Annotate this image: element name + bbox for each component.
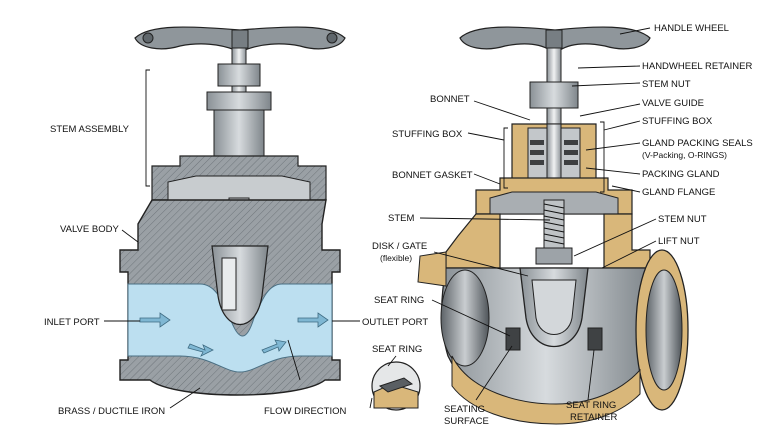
label-brass-ductile-iron: BRASS / DUCTILE IRON	[58, 406, 165, 417]
label-bonnet: BONNET	[430, 94, 470, 105]
label-flow-direction: FLOW DIRECTION	[264, 406, 346, 417]
label-gland-flange: GLAND FLANGE	[642, 187, 715, 198]
label-seat-ring: SEAT RING	[374, 295, 424, 306]
right-inlet-port	[440, 269, 490, 367]
label-gland-packing-seals-sub: (V-Packing, O-RINGS)	[642, 150, 727, 160]
label-surface: SURFACE	[444, 416, 489, 427]
label-disk-gate-sub: (flexible)	[380, 253, 412, 263]
label-valve-guide: VALVE GUIDE	[642, 98, 704, 109]
label-seating: SEATING	[444, 404, 485, 415]
label-inlet-port: INLET PORT	[44, 317, 100, 328]
label-seat-ring-detail: SEAT RING	[372, 344, 422, 355]
right-valve-cutaway	[371, 26, 689, 425]
label-bonnet-gasket: BONNET GASKET	[392, 170, 473, 181]
label-handwheel-retainer: HANDWHEEL RETAINER	[642, 61, 752, 72]
right-seat-ring-right	[587, 327, 603, 351]
right-seat-ring-left	[505, 327, 521, 351]
leader-lines	[104, 27, 657, 409]
label-stem: STEM	[388, 213, 414, 224]
label-stuffing-box-right: STUFFING BOX	[642, 116, 713, 127]
left-flow-arrows	[139, 312, 329, 357]
label-packing-gland: PACKING GLAND	[642, 169, 720, 180]
right-packing-seals	[530, 140, 578, 165]
label-retainer: RETAINER	[570, 412, 617, 423]
label-stem-nut-mid: STEM NUT	[658, 214, 707, 225]
label-disk-gate: DISK / GATE	[372, 241, 427, 252]
label-gland-packing-seals: GLAND PACKING SEALS	[642, 138, 753, 149]
label-seat-ring-retainer: SEAT RING	[566, 400, 616, 411]
label-stuffing-box-left: STUFFING BOX	[392, 129, 463, 140]
left-valve-cross-section	[119, 26, 346, 396]
label-stem-nut-top: STEM NUT	[642, 79, 691, 90]
label-stem-assembly: STEM ASSEMBLY	[50, 124, 130, 135]
label-valve-body: VALVE BODY	[60, 224, 119, 235]
label-handle-wheel: HANDLE WHEEL	[654, 23, 729, 34]
seat-ring-detail-inset	[371, 361, 421, 411]
label-outlet-port: OUTLET PORT	[362, 317, 428, 328]
label-lift-nut: LIFT NUT	[658, 236, 700, 247]
